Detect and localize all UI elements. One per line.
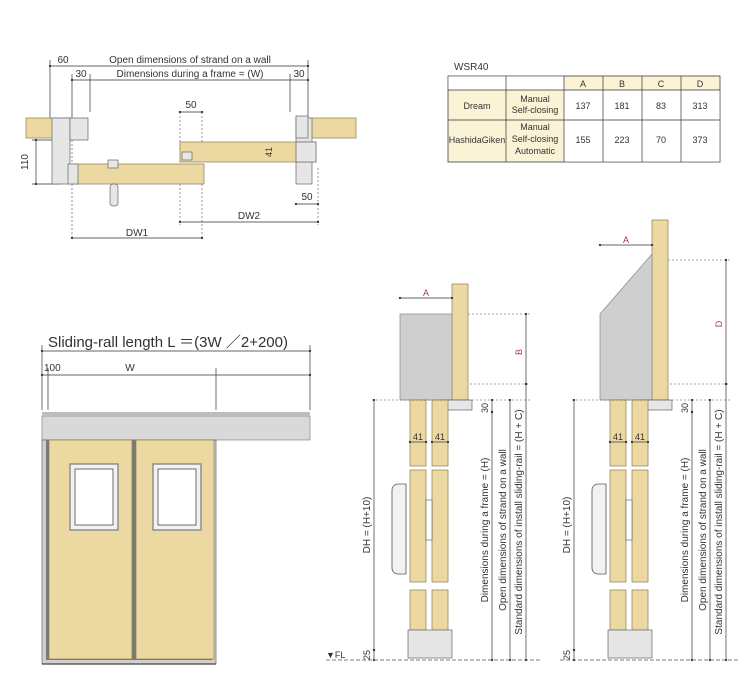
dim-30-right: 30 [293,69,305,80]
open-dim-label: Open dimensions of strand on a wall [109,55,271,66]
left-frame-dim: Dimensions during a frame = (H) [480,458,491,603]
row1-mode-1: Manual [520,94,550,104]
handle-right-icon [591,483,607,575]
right-41b: 41 [635,432,645,442]
col-d: D [697,79,704,89]
row2-a: 155 [575,135,590,145]
row2-b: 223 [614,135,629,145]
right-std-dim: Standard dimensions of install sliding-r… [714,409,725,634]
row1-c: 83 [656,101,666,111]
left-a: A [423,288,429,298]
handle-left-icon [391,483,407,575]
right-frame-dim: Dimensions during a frame = (H) [680,458,691,603]
col-a: A [580,79,586,89]
rail-label: Sliding-rall length L ＝(3W ／2+200) [48,334,288,351]
dw2-label: DW2 [238,211,261,222]
dw1-label: DW1 [126,228,149,239]
right-30: 30 [680,403,690,413]
section-right: A D 30 41 41 DH = (H+10) Dimensions duri… [560,219,738,662]
left-b: B [514,349,524,355]
dim-50-top: 50 [185,100,197,111]
row2-brand: HashidaGiken [449,135,506,145]
row2-mode-3: Automatic [515,146,556,156]
dim-60: 60 [57,55,69,66]
dim-30-left: 30 [75,69,87,80]
row2-c: 70 [656,135,666,145]
left-open-dim: Open dimensions of strand on a wall [498,449,509,611]
section-left: A B 30 41 41 DH = (H+10) Dimensions duri… [326,283,540,662]
right-a: A [623,235,629,245]
left-41a: 41 [413,432,423,442]
left-25: 25 [362,650,372,660]
right-41a: 41 [613,432,623,442]
left-41b: 41 [435,432,445,442]
right-25: 25 [562,650,572,660]
fl-label: ▼FL [326,650,345,660]
row1-mode-2: Self-closing [512,105,559,115]
col-b: B [619,79,625,89]
dim-110: 110 [20,154,31,170]
dim-41: 41 [264,147,274,157]
dim-100: 100 [44,363,61,374]
right-open-dim: Open dimensions of strand on a wall [698,449,709,611]
row1-d: 313 [692,101,707,111]
top-plan-view: Open dimensions of strand on a wall Dime… [20,55,357,240]
row2-mode-1: Manual [520,122,550,132]
left-dh: DH = (H+10) [362,497,373,554]
row2-mode-2: Self-closing [512,134,559,144]
dim-50-right: 50 [301,192,313,203]
row1-a: 137 [575,101,590,111]
front-elevation: Sliding-rall length L ＝(3W ／2+200) 100 W [40,334,312,665]
left-30: 30 [480,403,490,413]
dim-w: W [125,363,135,374]
frame-dim-label: Dimensions during a frame = (W) [117,69,264,80]
col-c: C [658,79,665,89]
row1-b: 181 [614,101,629,111]
row1-brand: Dream [463,101,490,111]
right-d: D [714,320,724,327]
left-std-dim: Standard dimensions of install sliding-r… [514,409,525,634]
row2-d: 373 [692,135,707,145]
spec-table: WSR40 A B C D Dream Manual Self-closing … [447,62,721,163]
right-dh: DH = (H+10) [562,497,573,554]
table-title: WSR40 [454,62,489,73]
